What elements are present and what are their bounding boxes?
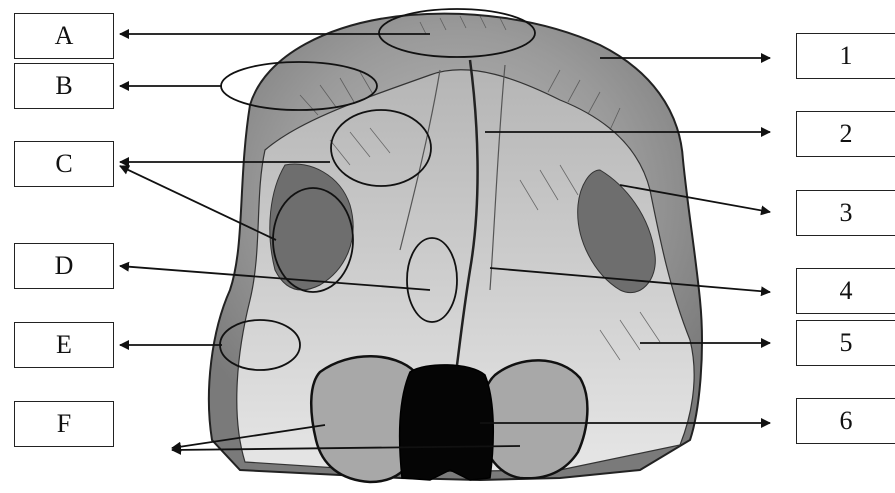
label-c: C xyxy=(55,151,72,177)
label-box-4: 4 xyxy=(796,268,895,314)
label-box-e: E xyxy=(14,322,114,368)
label-box-c: C xyxy=(14,141,114,187)
foramen xyxy=(400,365,494,480)
label-box-2: 2 xyxy=(796,111,895,157)
label-box-6: 6 xyxy=(796,398,895,444)
label-4: 4 xyxy=(840,278,853,304)
label-box-b: B xyxy=(14,63,114,109)
label-5: 5 xyxy=(840,330,853,356)
right-condyle xyxy=(482,360,588,478)
label-2: 2 xyxy=(840,121,853,147)
label-6: 6 xyxy=(840,408,853,434)
label-f: F xyxy=(57,411,71,437)
label-1: 1 xyxy=(840,43,853,69)
label-box-1: 1 xyxy=(796,33,895,79)
label-box-a: A xyxy=(14,13,114,59)
label-d: D xyxy=(55,253,74,279)
label-3: 3 xyxy=(840,200,853,226)
label-e: E xyxy=(56,332,72,358)
label-box-3: 3 xyxy=(796,190,895,236)
label-a: A xyxy=(55,23,74,49)
label-box-d: D xyxy=(14,243,114,289)
label-box-f: F xyxy=(14,401,114,447)
label-b: B xyxy=(55,73,72,99)
label-box-5: 5 xyxy=(796,320,895,366)
